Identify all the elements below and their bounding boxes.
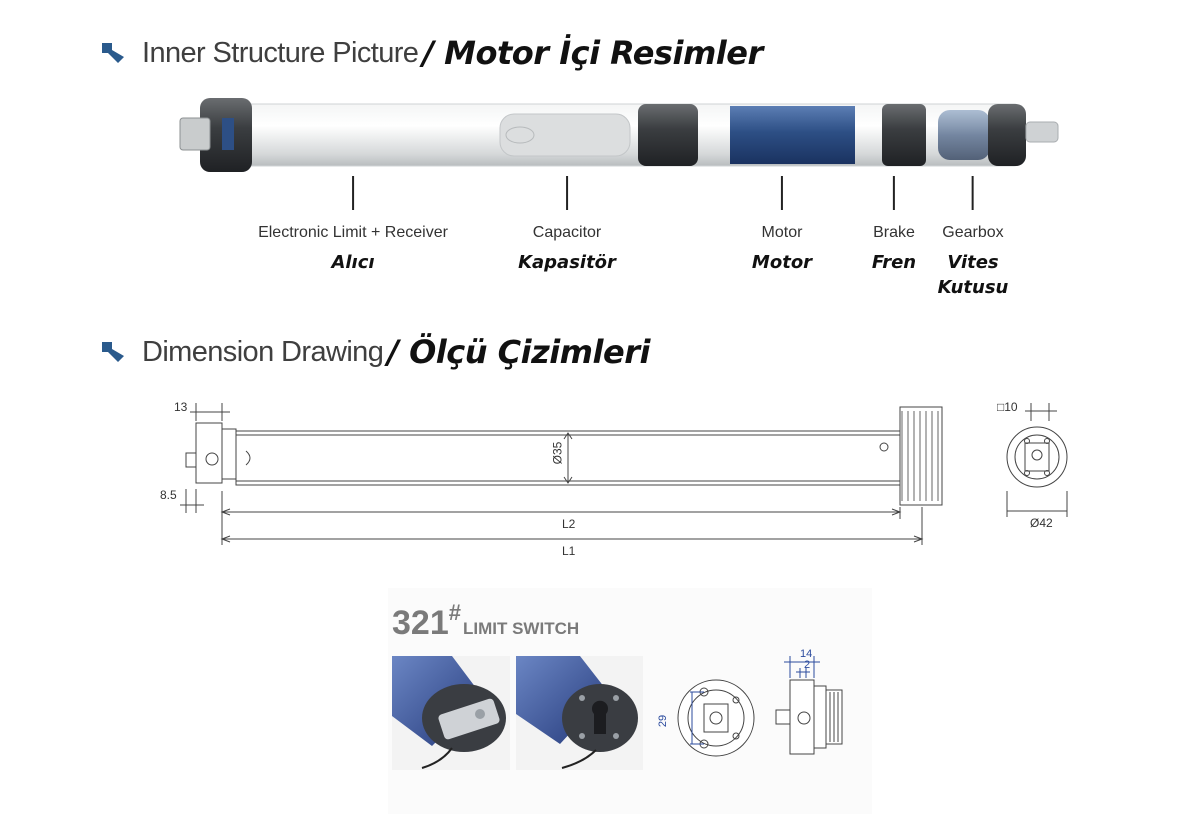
inner-structure-title-en: Inner Structure Picture [142,36,419,69]
arrow-icon [102,342,124,362]
inner-structure-title-tr: / Motor İçi Resimler [422,34,763,72]
label-motor: Motor Motor [752,176,812,275]
dimension-title-tr: / Ölçü Çizimleri [387,333,650,371]
leader-tick [893,176,895,210]
label-brake: Brake Fren [872,176,916,275]
dimension-title-en: Dimension Drawing [142,335,384,368]
label-tr: Vites [947,252,999,273]
label-tr: Alıcı [331,252,375,273]
label-capacitor: Capacitor Kapasitör [518,176,616,275]
label-en: Gearbox [942,224,1004,241]
inner-structure-heading: Inner Structure Picture / Motor İçi Resi… [100,34,763,72]
dim-dia42-label: Ø42 [1030,516,1053,530]
label-electronic-limit: Electronic Limit + Receiver Alıcı [258,176,448,275]
dim-13-label: 13 [174,400,188,414]
arrow-icon [102,43,124,63]
limit-switch-photo-1 [392,656,510,770]
dimension-drawing-end [1006,403,1068,517]
dim-sq10-label: □10 [997,400,1018,414]
limit-switch-end-drawing [677,679,755,757]
limit-switch-photo-2 [516,656,643,770]
label-tr: Fren [871,252,917,273]
leader-tick [565,176,568,210]
dimension-drawing-side [180,403,943,545]
label-tr: Motor [751,252,813,273]
limit-switch-side-drawing [775,656,843,755]
limit-switch-hash: # [448,600,461,625]
limit-switch-label: LIMIT SWITCH [462,619,580,638]
dim-29-label: 29 [657,714,670,728]
leader-tick [780,176,783,210]
dimension-heading: Dimension Drawing / Ölçü Çizimleri [100,333,650,371]
leader-tick [352,176,354,210]
label-tr-line2: Kutusu [937,277,1009,298]
dim-2-label: 2 [804,659,811,671]
label-en: Electronic Limit + Receiver [258,224,448,241]
limit-switch-title: 321#LIMIT SWITCH [392,600,579,643]
label-en: Capacitor [532,224,602,241]
dim-8-5-label: 8.5 [160,488,177,502]
dim-l1-label: L1 [562,544,576,558]
motor-inner-structure-picture [179,98,1059,172]
dim-dia35-label: Ø35 [550,441,565,465]
label-en: Brake [873,224,915,241]
dim-l2-label: L2 [562,517,576,531]
label-en: Motor [761,224,803,241]
limit-switch-number: 321 [392,604,449,642]
label-gearbox: Gearbox Vites Kutusu [937,176,1009,300]
label-tr: Kapasitör [518,252,616,273]
dim-14-label: 14 [800,648,813,660]
leader-tick [971,176,974,210]
